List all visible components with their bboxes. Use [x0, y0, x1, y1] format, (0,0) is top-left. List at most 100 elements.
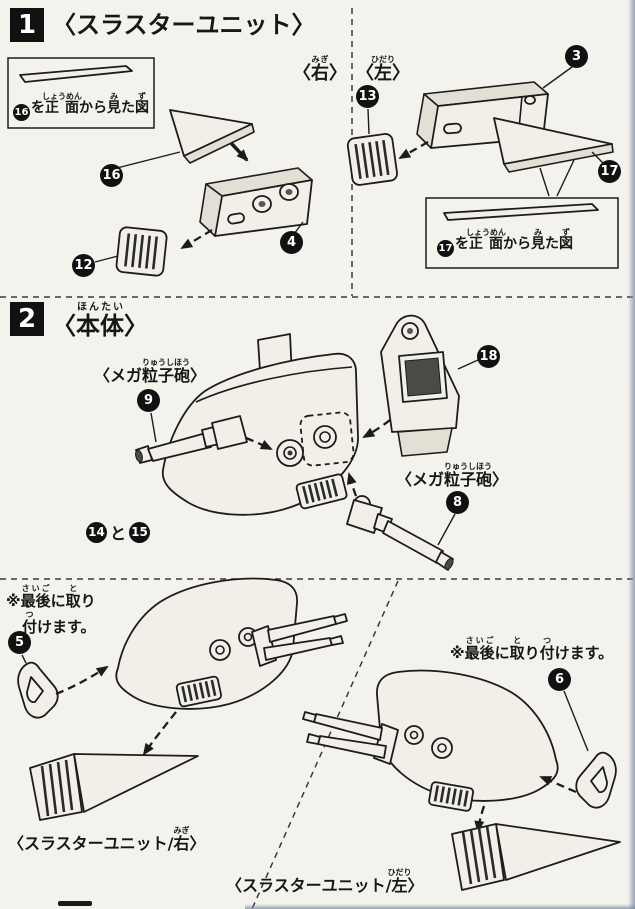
arrow-fin-to-box	[229, 141, 249, 162]
label-text: 〉	[492, 470, 509, 489]
note-text: た	[121, 100, 135, 116]
attach-last-note-left: ※最後さいごに取とり付つけます。	[6, 584, 146, 639]
attach-last-note-right: ※最後さいごに取とり付つけます。	[450, 636, 613, 665]
step2-title: 〈本体ほんたい〉	[52, 302, 148, 343]
caption-text: 〉	[189, 834, 206, 853]
note-text: り	[524, 644, 540, 662]
bracket: 〉	[329, 63, 347, 84]
left-kanji: 左ひだり	[371, 55, 395, 84]
note-text: ※	[6, 592, 21, 610]
thruster-unit-left-caption: 〈スラスターユニット/左ひだり〉	[226, 868, 424, 896]
scan-mark	[58, 901, 92, 906]
handle-part-6	[563, 690, 617, 809]
label-text: 〉	[190, 366, 207, 385]
part-9-callout: 9	[137, 389, 160, 412]
note-text: から	[503, 236, 531, 252]
arrow-handle5-to-hull	[55, 665, 109, 696]
label-kanji: 粒子砲りゅうしほう	[444, 462, 493, 489]
note-kanji: 取と	[509, 636, 525, 662]
part-6-callout: 6	[548, 668, 571, 691]
note-text: ※	[450, 644, 465, 662]
hatch-plate-part-18	[380, 314, 479, 457]
note-kanji: 見み	[107, 92, 121, 116]
note-text: から	[79, 100, 107, 116]
scan-edge	[628, 0, 635, 909]
part-12-callout: 12	[72, 254, 95, 277]
part-16-callout: 16	[100, 164, 123, 187]
front-view-box-right	[7, 57, 155, 129]
arrow-cannon9-to-hull	[245, 436, 273, 451]
bracket: 〈	[52, 312, 76, 340]
mega-cannon-label-left: 〈メガ粒子砲りゅうしほう〉	[94, 358, 206, 386]
rod-part-17	[443, 203, 599, 221]
step1-title: 〈スラスターユニット〉	[52, 11, 316, 39]
part-3-callout: 3	[565, 45, 588, 68]
body-kanji: 本体ほんたい	[76, 302, 124, 340]
bracket: 〈	[356, 63, 374, 84]
part-14-badge: 14	[86, 521, 107, 543]
note-text: に	[494, 644, 510, 662]
note-kanji: 付つ	[539, 636, 555, 662]
note-kanji: 取と	[65, 584, 81, 610]
note-text: けます。	[554, 644, 614, 662]
right-kanji: 右みぎ	[311, 55, 329, 84]
note-kanji: 最後さいご	[464, 636, 495, 662]
note-kanji: 図ず	[559, 228, 573, 252]
mega-cannon-part-8	[346, 495, 456, 571]
caption-text: 〈スラスターユニット/	[226, 876, 392, 895]
note-kanji: 付つ	[22, 610, 38, 636]
step2-number-badge: 2	[10, 302, 44, 336]
part-17-badge: 17	[437, 240, 454, 257]
thruster-unit-right-caption: 〈スラスターユニット/右みぎ〉	[8, 826, 206, 854]
step1-header: 1 〈スラスターユニット〉	[10, 8, 316, 42]
fin-part-16	[116, 109, 255, 169]
grille-part-13	[346, 133, 398, 186]
note-kanji: 見み	[531, 228, 545, 252]
rod-part-16	[19, 65, 133, 83]
mega-cannon-label-right: 〈メガ粒子砲りゅうしほう〉	[396, 462, 508, 490]
grille-part-12	[115, 226, 168, 277]
note-kanji: 正面しょうめん	[466, 228, 506, 252]
bracket: 〉	[124, 312, 148, 340]
part-5-callout: 5	[8, 631, 31, 654]
fin-part-17	[493, 117, 614, 197]
caption-kanji: 右みぎ	[173, 826, 190, 853]
part-15-badge: 15	[129, 521, 151, 543]
label-kanji: 粒子砲りゅうしほう	[142, 358, 191, 385]
note-kanji: 図ず	[135, 92, 149, 116]
note-text: を	[455, 236, 469, 252]
bracket: 〈	[293, 63, 311, 84]
arrow-plate18-to-hull	[362, 419, 391, 438]
part-17-callout: 17	[598, 160, 621, 183]
front-view-box-left	[425, 197, 619, 269]
arrow-hull-to-thruster-left	[474, 805, 486, 833]
note-kanji: 正面しょうめん	[42, 92, 82, 116]
thruster-unit-right-assembled	[29, 753, 199, 821]
and-text: と	[110, 524, 127, 543]
caption-text: 〈スラスターユニット/	[8, 834, 174, 853]
note-kanji: 最後さいご	[20, 584, 51, 610]
label-text: 〈メガ	[396, 470, 445, 489]
note-text: けます。	[37, 618, 96, 636]
label-text: 〈メガ	[94, 366, 143, 385]
arrow-cannon8-to-hull	[346, 472, 358, 497]
assembled-body-left-panel	[115, 577, 348, 710]
thruster-box-part-4	[199, 167, 313, 237]
part-13-callout: 13	[356, 85, 379, 108]
caption-text: 〉	[407, 876, 424, 895]
bracket: 〉	[392, 63, 410, 84]
left-side-label: 〈左ひだり〉	[356, 55, 410, 85]
step1-number-badge: 1	[10, 8, 44, 42]
arrow-hull-to-thruster-right	[142, 711, 177, 756]
note-text: た	[545, 236, 559, 252]
callout-12	[94, 255, 119, 263]
caption-kanji: 左ひだり	[387, 868, 412, 895]
arrow-box4-to-grille12	[180, 229, 213, 250]
handle-part-5	[17, 654, 59, 719]
callout-13	[367, 108, 370, 135]
